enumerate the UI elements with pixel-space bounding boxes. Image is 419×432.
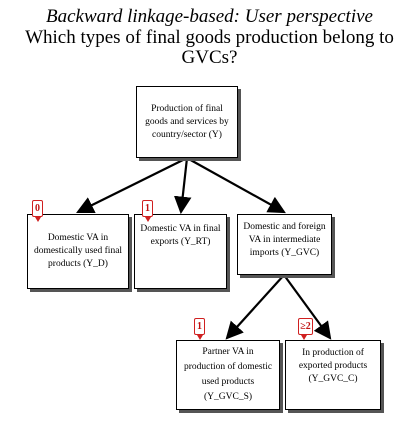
arrow-y-gvc-to-y-gvc-c (283, 274, 332, 340)
node-y-d-text: Domestic VA in domestically used final p… (33, 233, 123, 269)
badge-y-rt: 1 (142, 200, 153, 222)
node-y-gvc-c: In production of exported products (Y_GV… (285, 340, 381, 410)
node-y-d: Domestic VA in domestically used final p… (27, 214, 129, 289)
diagram-subtitle: Backward linkage-based: User perspective (46, 6, 373, 27)
node-y-gvc-s: Partner VA in production of domestic use… (176, 340, 280, 410)
arrow-root-to-y-d (76, 157, 188, 214)
node-y-gvc-text: Domestic and foreign VA in intermediate … (243, 222, 326, 258)
arrow-y-gvc-to-y-gvc-s (225, 274, 285, 340)
arrow-root-to-y-rt (173, 157, 192, 215)
arrow-root-to-y-gvc (186, 157, 286, 214)
node-y-gvc-s-text: Partner VA in production of domestic use… (183, 347, 273, 402)
node-y-rt: Domestic VA in final exports (Y_RT) (134, 214, 227, 289)
badge-y-gvc-c: ≥2 (298, 318, 313, 340)
badge-y-d: 0 (32, 200, 43, 222)
node-y-gvc: Domestic and foreign VA in intermediate … (237, 214, 332, 275)
node-final-production-text: Production of final goods and services b… (145, 103, 229, 140)
diagram-title: Which types of final goods production be… (25, 27, 394, 68)
node-final-production: Production of final goods and services b… (136, 86, 238, 158)
node-y-rt-text: Domestic VA in final exports (Y_RT) (140, 224, 221, 247)
badge-y-gvc-s: 1 (194, 318, 205, 340)
node-y-gvc-c-text: In production of exported products (Y_GV… (298, 348, 368, 384)
